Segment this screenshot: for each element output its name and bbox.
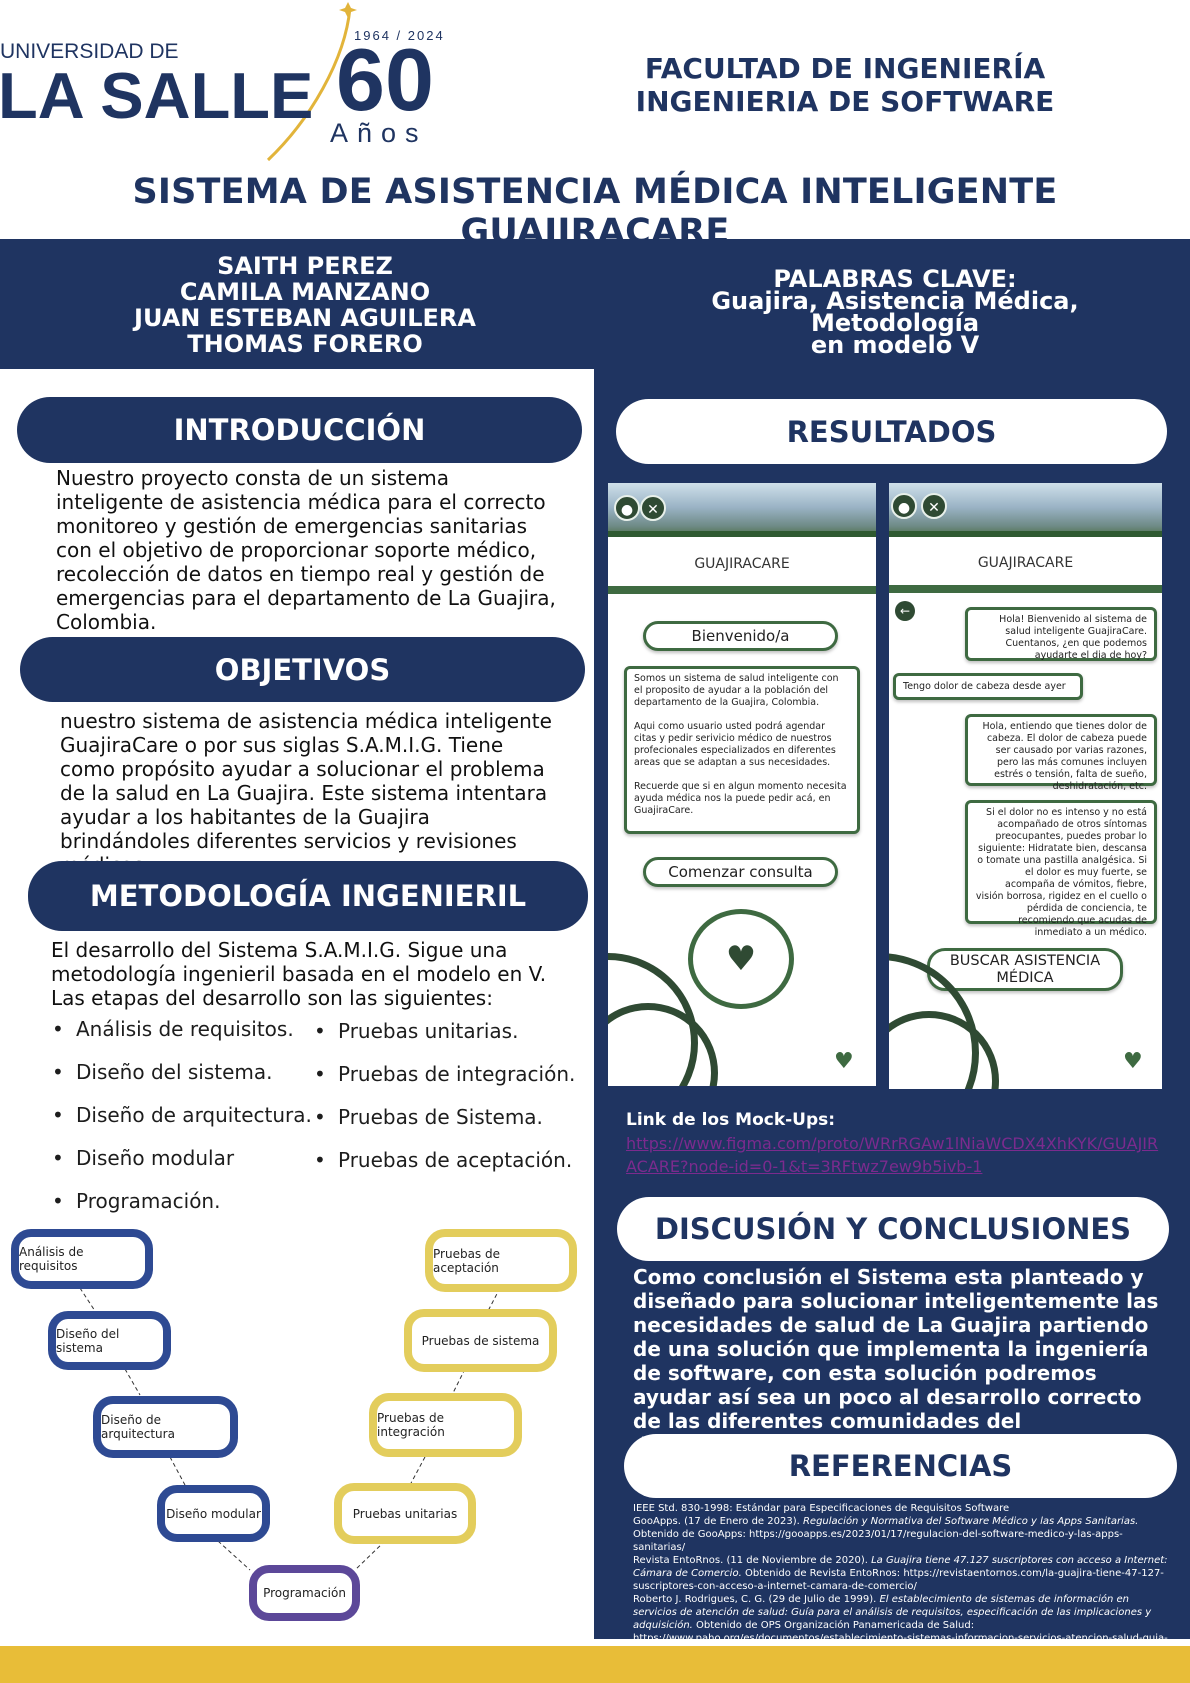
reference-item: Revista EntoRnos. (11 de Noviembre de 20… <box>633 1554 1171 1593</box>
divider <box>889 585 1162 593</box>
reference-title: El establecimiento de sistemas de inform… <box>633 1594 1152 1631</box>
poster-title: SISTEMA DE ASISTENCIA MÉDICA INTELIGENTE… <box>132 172 1058 252</box>
svg-text:UNIVERSIDAD DE: UNIVERSIDAD DE <box>0 40 179 63</box>
author: SAITH PEREZ <box>217 252 393 280</box>
app-title: GUAJIRACARE <box>977 555 1074 571</box>
chat-bot-message: Si el dolor no es intenso y no está acom… <box>965 800 1157 938</box>
reference-text: Obtenido de GooApps: https://gooapps.es/… <box>633 1529 1123 1553</box>
list-item: Diseño modular <box>49 1146 319 1189</box>
footer-bar <box>0 1646 1190 1683</box>
vmodel-node-unit-tests: Pruebas unitarias <box>334 1483 476 1544</box>
mockup-welcome-screen: ● ✕ GUAJIRACARE Bienvenido/a Somos un si… <box>608 483 876 1086</box>
list-item: Programación. <box>49 1189 319 1232</box>
mockup-chat-screen: ● ✕ GUAJIRACARE ← Hola! Bienvenido al si… <box>889 483 1162 1089</box>
start-consultation-button[interactable]: Comenzar consulta <box>643 857 838 887</box>
keywords-block: PALABRAS CLAVE: Guajira, Asistencia Médi… <box>630 265 1160 359</box>
references-heading: REFERENCIAS <box>624 1434 1177 1498</box>
author: CAMILA MANZANO <box>179 278 431 306</box>
reference-text: Revista EntoRnos. (11 de Noviembre de 20… <box>633 1555 872 1566</box>
heart-wings-icon: ♥ <box>688 909 794 1009</box>
description-box: Somos un sistema de salud inteligente co… <box>624 666 860 834</box>
authors-banner <box>0 239 1190 369</box>
methodology-text: El desarrollo del Sistema S.A.M.I.G. Sig… <box>51 938 547 1010</box>
objectives-text: nuestro sistema de asistencia médica int… <box>60 709 552 877</box>
reference-text: Obtenido de Revista EntoRnos: https://re… <box>633 1568 1164 1592</box>
reference-item: GooApps. (17 de Enero de 2023). Regulaci… <box>633 1515 1171 1554</box>
description-paragraph: Recuerde que si en algun momento necesit… <box>634 781 847 816</box>
vmodel-node-programming: Programación <box>249 1565 360 1621</box>
intro-text: Nuestro proyecto consta de un sistema in… <box>56 466 556 634</box>
reference-title: La Guajira tiene 47.127 suscriptores con… <box>633 1555 1168 1579</box>
vmodel-node-modular: Diseño modular <box>157 1485 270 1542</box>
chat-user-message: Tengo dolor de cabeza desde ayer <box>893 673 1083 700</box>
reference-text: Roberto J. Rodrigues, C. G. (29 de Julio… <box>633 1594 880 1605</box>
close-icon[interactable]: ✕ <box>640 495 666 521</box>
list-item: Diseño del sistema. <box>49 1060 319 1103</box>
reference-text: GooApps. (17 de Enero de 2023). <box>633 1516 803 1527</box>
decorative-arc <box>608 1003 718 1086</box>
description-paragraph: Somos un sistema de salud inteligente co… <box>634 673 839 708</box>
user-icon[interactable]: ● <box>614 495 640 521</box>
authors-list: SAITH PEREZ CAMILA MANZANO JUAN ESTEBAN … <box>110 253 500 357</box>
list-item: Pruebas unitarias. <box>311 1019 591 1062</box>
divider <box>608 586 876 594</box>
close-icon[interactable]: ✕ <box>921 493 947 519</box>
v-model-connectors <box>79 1287 501 1571</box>
methodology-heading: METODOLOGÍA INGENIERIL <box>28 861 588 931</box>
keywords-title: PALABRAS CLAVE: <box>773 265 1017 293</box>
faculty-heading: FACULTAD DE INGENIERÍA INGENIERIA DE SOF… <box>620 52 1070 118</box>
list-item: Pruebas de Sistema. <box>311 1105 591 1148</box>
search-assistance-button[interactable]: BUSCAR ASISTENCIA MÉDICA <box>927 948 1123 991</box>
testing-stages-list: Pruebas unitarias. Pruebas de integració… <box>311 1019 591 1191</box>
chat-bot-message: Hola, entiendo que tienes dolor de cabez… <box>965 714 1157 792</box>
list-item: Pruebas de aceptación. <box>311 1148 591 1191</box>
vmodel-node-integration: Pruebas de integración <box>369 1393 522 1457</box>
svg-text:LA SALLE: LA SALLE <box>0 59 313 132</box>
vmodel-node-architecture: Diseño de arquitectura <box>93 1396 238 1458</box>
chat-bot-message: Hola! Bienvenido al sistema de salud int… <box>965 607 1157 661</box>
results-heading: RESULTADOS <box>616 399 1167 464</box>
description-paragraph: Aqui como usuario usted podrá agendar ci… <box>634 721 836 768</box>
references-list: IEEE Std. 830-1998: Estándar para Especi… <box>633 1502 1171 1658</box>
vmodel-node-requirements: Análisis de requisitos <box>11 1229 153 1289</box>
university-logo: UNIVERSIDAD DE LA SALLE 1964 / 2024 60 A… <box>0 2 445 162</box>
svg-text:60: 60 <box>336 30 434 129</box>
mockups-link[interactable]: https://www.figma.com/proto/WRrRGAw1lNia… <box>626 1134 1159 1176</box>
objectives-heading: OBJETIVOS <box>20 637 585 702</box>
list-item: Pruebas de integración. <box>311 1062 591 1105</box>
list-item: Diseño de arquitectura. <box>49 1103 319 1146</box>
decorative-arc <box>889 1011 999 1089</box>
heart-logo-icon: ♥ <box>834 1049 854 1074</box>
reference-text: IEEE Std. 830-1998: Estándar para Especi… <box>633 1503 1010 1514</box>
welcome-label: Bienvenido/a <box>643 621 838 651</box>
intro-heading: INTRODUCCIÓN <box>17 397 582 463</box>
app-title: GUAJIRACARE <box>694 556 790 572</box>
vmodel-node-system-design: Diseño del sistema <box>48 1311 171 1370</box>
mockups-link-label: Link de los Mock-Ups: <box>626 1110 836 1130</box>
user-icon[interactable]: ● <box>891 493 917 519</box>
author: THOMAS FORERO <box>187 330 423 358</box>
list-item: Análisis de requisitos. <box>49 1017 319 1060</box>
reference-item: IEEE Std. 830-1998: Estándar para Especi… <box>633 1502 1171 1515</box>
conclusions-heading: DISCUSIÓN Y CONCLUSIONES <box>617 1197 1169 1261</box>
svg-text:Años: Años <box>330 118 428 148</box>
vmodel-node-system-tests: Pruebas de sistema <box>404 1309 557 1372</box>
keywords-line: Guajira, Asistencia Médica, Metodología <box>711 287 1079 337</box>
heart-logo-icon: ♥ <box>1123 1049 1143 1074</box>
faculty-line-2: INGENIERIA DE SOFTWARE <box>635 85 1055 118</box>
faculty-line-1: FACULTAD DE INGENIERÍA <box>644 52 1046 85</box>
reference-title: Regulación y Normativa del Software Médi… <box>802 1516 1139 1527</box>
keywords-line: en modelo V <box>810 331 980 359</box>
conclusions-text: Como conclusión el Sistema esta plantead… <box>633 1265 1159 1457</box>
back-arrow-icon[interactable]: ← <box>895 601 915 621</box>
vmodel-node-acceptance: Pruebas de aceptación <box>425 1229 577 1292</box>
svg-text:1964 / 2024: 1964 / 2024 <box>354 28 445 43</box>
star-icon <box>339 2 357 18</box>
design-stages-list: Análisis de requisitos. Diseño del siste… <box>49 1017 319 1232</box>
author: JUAN ESTEBAN AGUILERA <box>134 304 476 332</box>
